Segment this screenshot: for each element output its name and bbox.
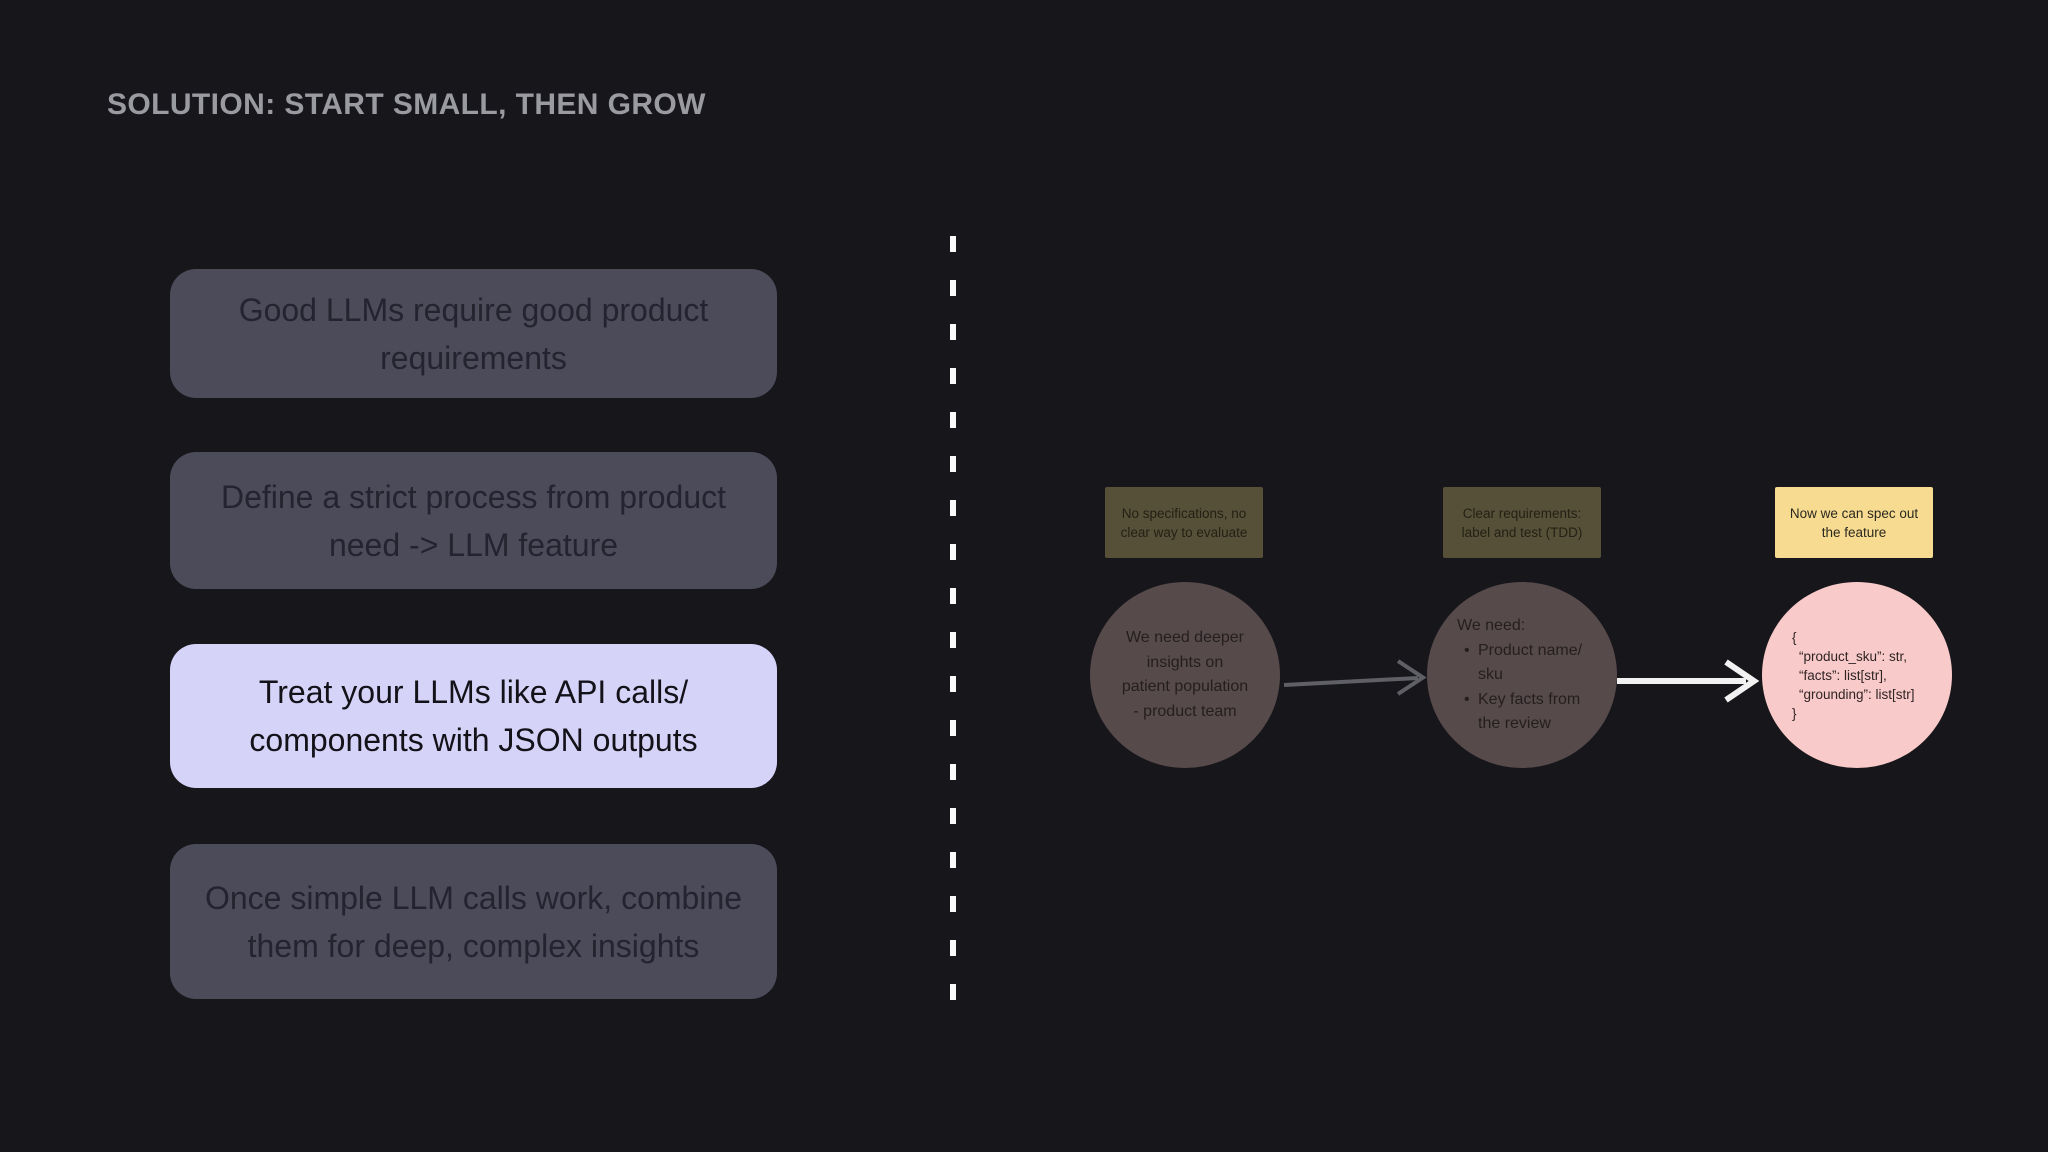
note-no-specifications: No specifications, no clear way to evalu… (1105, 487, 1263, 558)
bubble-text: We need deeper insights on patient popul… (1121, 629, 1249, 720)
bullet-item: • Key facts from the review (1457, 688, 1617, 737)
bubble-json-spec: { “product_sku”: str, “facts”: list[str]… (1762, 582, 1952, 768)
card-label: Treat your LLMs like API calls/ componen… (249, 674, 698, 758)
bubble-heading: We need: (1457, 617, 1526, 634)
card-label: Define a strict process from product nee… (220, 478, 727, 563)
arrow-right-icon (1283, 659, 1427, 696)
arrow-right-icon (1617, 659, 1760, 703)
card-good-llms: Good LLMs require good product requireme… (170, 269, 777, 398)
slide-title: SOLUTION: START SMALL, THEN GROW (107, 88, 706, 121)
bullet-item: • Product name/ sku (1457, 639, 1617, 688)
card-llms-as-api-calls: Treat your LLMs like API calls/ componen… (170, 644, 777, 788)
note-clear-requirements: Clear requirements: label and test (TDD) (1443, 487, 1601, 558)
card-label: Once simple LLM calls work, combine them… (204, 879, 743, 964)
bubble-we-need-list: We need: • Product name/ sku • Key facts… (1427, 582, 1617, 768)
bullet-icon: • (1464, 641, 1470, 659)
card-label: Good LLMs require good product requireme… (238, 291, 709, 376)
card-combine-calls: Once simple LLM calls work, combine them… (170, 844, 777, 999)
bubble-deeper-insights: We need deeper insights on patient popul… (1090, 582, 1280, 768)
bullet-icon: • (1464, 690, 1470, 708)
dashed-divider (950, 236, 956, 1018)
card-strict-process: Define a strict process from product nee… (170, 452, 777, 589)
note-spec-out-feature: Now we can spec out the feature (1775, 487, 1933, 558)
